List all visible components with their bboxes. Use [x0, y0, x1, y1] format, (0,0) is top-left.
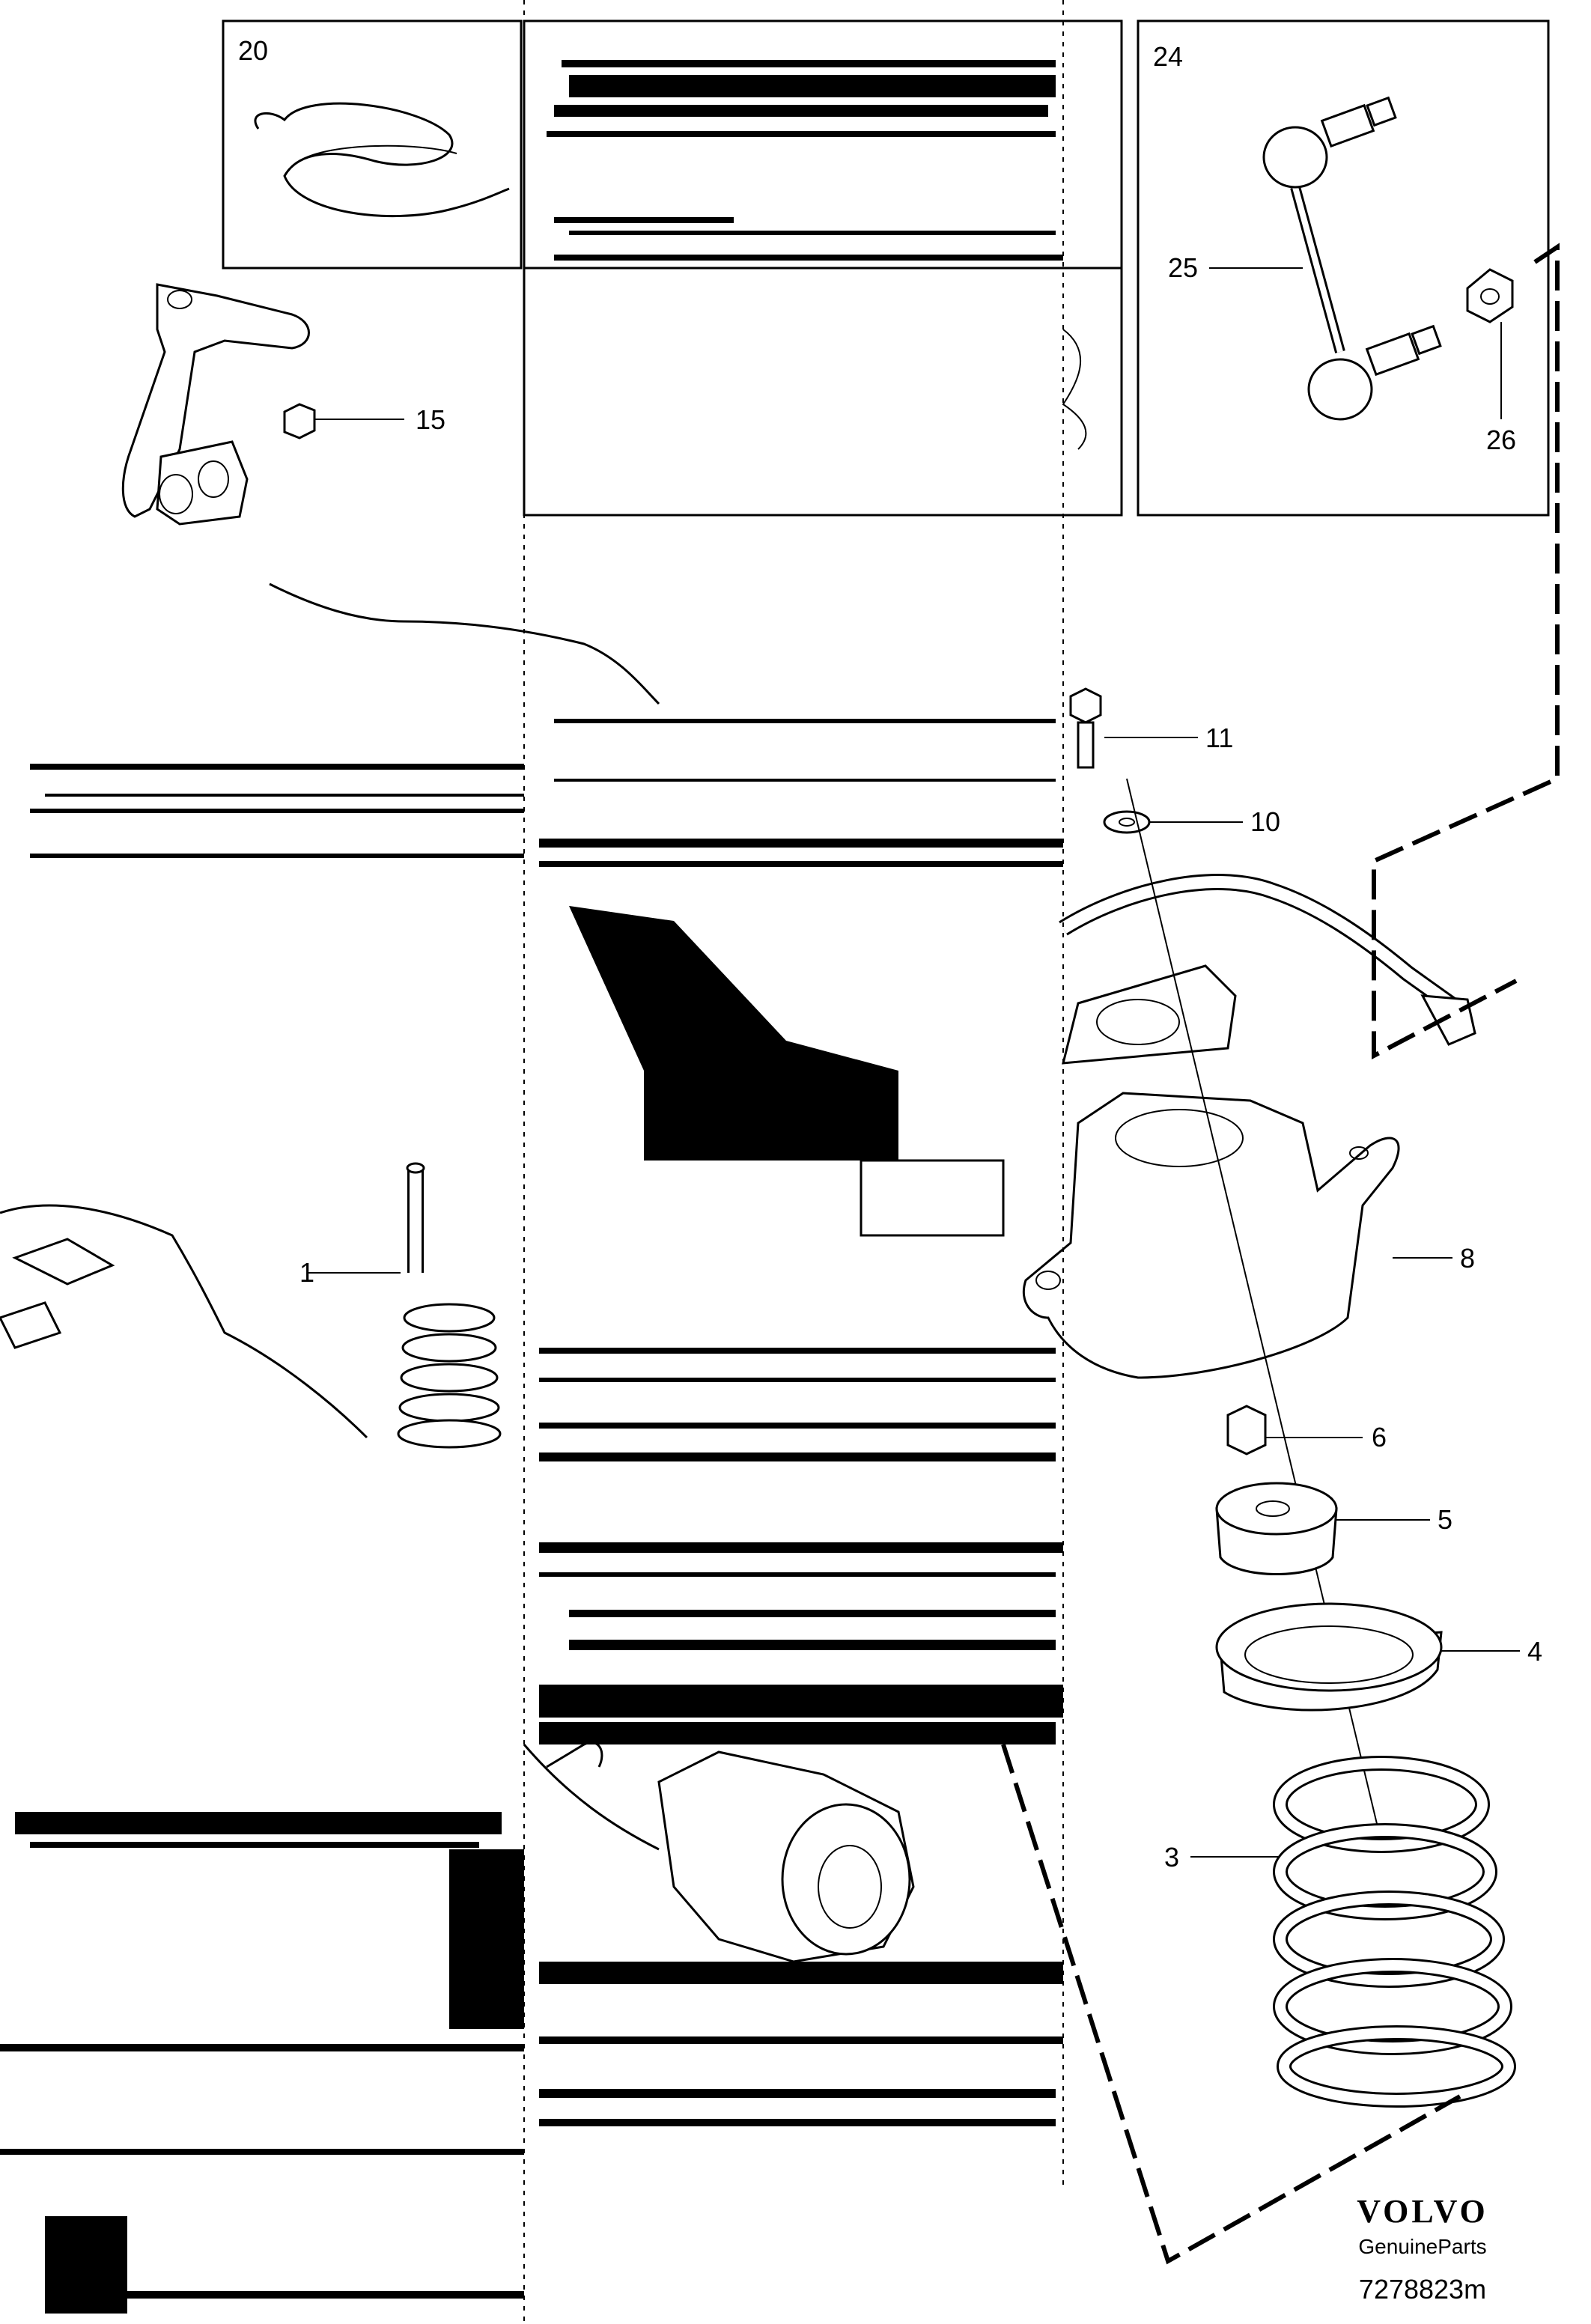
- lower-ball-joint: [1307, 358, 1373, 421]
- callout-26: 26: [1486, 425, 1516, 455]
- stabilizer-bracket: 15: [121, 283, 445, 526]
- wheel-hub: [523, 1741, 915, 1963]
- dust-boot: [397, 1303, 502, 1449]
- callout-3: 3: [1164, 1842, 1179, 1873]
- callout-5: 5: [1438, 1504, 1452, 1535]
- callout-24: 24: [1153, 41, 1183, 72]
- spring-seat-4: [1215, 1602, 1443, 1692]
- bump-stop-5: [1215, 1482, 1338, 1536]
- callout-20: 20: [238, 35, 268, 66]
- callout-25: 25: [1168, 252, 1198, 283]
- callout-15: 15: [416, 404, 445, 435]
- inset-24: 24 25 26: [1137, 19, 1550, 517]
- drawing-number: 7278823m: [1359, 2274, 1486, 2305]
- washer-10: [1103, 810, 1151, 834]
- volvo-branding: VOLVO GenuineParts 7278823m: [1357, 2193, 1488, 2305]
- wire-clip-loop: [299, 145, 457, 162]
- callout-10: 10: [1250, 806, 1280, 837]
- strut-mount-8: [1022, 1092, 1400, 1379]
- inset-20-frame: [222, 19, 523, 270]
- link-nut: [1466, 268, 1514, 323]
- inset-20: 20: [222, 19, 523, 270]
- nut-6: [1226, 1405, 1267, 1455]
- coil-spring-3: [1273, 1756, 1516, 2108]
- upper-ball-joint: [1262, 126, 1328, 189]
- inset-middle: [523, 19, 1123, 517]
- inset-24-frame: [1137, 19, 1550, 517]
- callout-1: 1: [299, 1257, 314, 1288]
- volvo-logo: VOLVO: [1357, 2193, 1488, 2230]
- bolt-11: [1069, 687, 1102, 724]
- tie-rod-outline: [269, 582, 660, 705]
- genuine-parts-label: GenuineParts: [1358, 2235, 1486, 2258]
- callout-11: 11: [1205, 723, 1233, 753]
- callout-4: 4: [1527, 1636, 1542, 1667]
- subframe-outline: [0, 1204, 368, 1439]
- shock-absorber: 1: [299, 1162, 502, 1449]
- nut-15: [283, 403, 316, 439]
- strut-assembly: 11 10 8 6 5 4: [1001, 243, 1560, 2265]
- wire-clip-part: [254, 102, 510, 218]
- scan-artifacts: [0, 0, 1064, 2324]
- callout-8: 8: [1460, 1243, 1475, 1274]
- callout-6: 6: [1372, 1422, 1387, 1452]
